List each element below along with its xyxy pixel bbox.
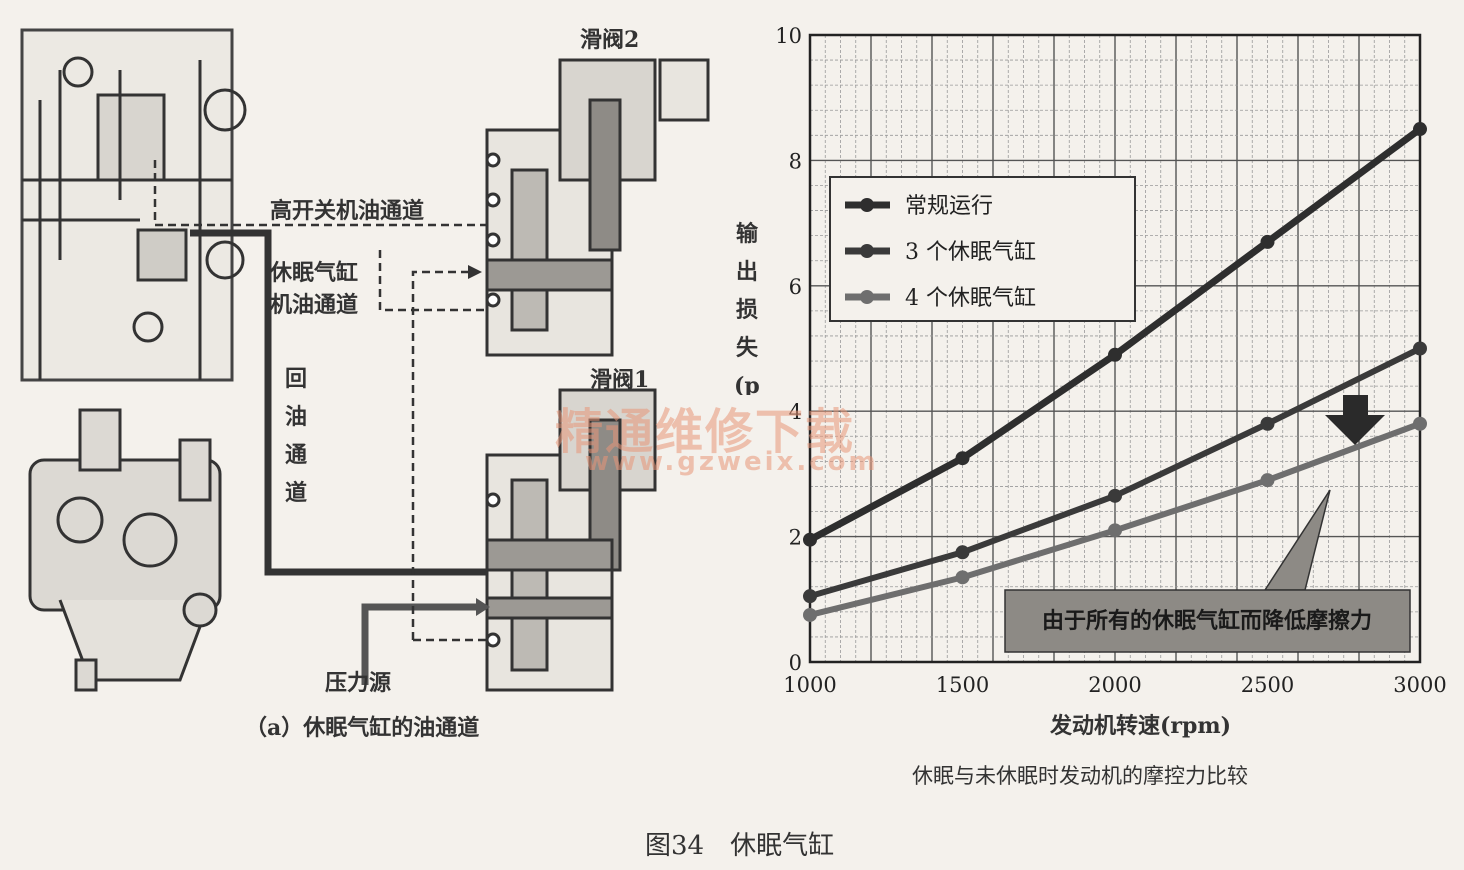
data-point: [955, 451, 970, 466]
oil-channel-lines: [153, 160, 490, 685]
y-tick-label: 2: [789, 526, 802, 550]
legend-marker: [860, 198, 874, 212]
data-point: [1108, 347, 1122, 362]
series-lines: [803, 122, 1427, 622]
axis-tick-labels: 1000 1500 2000 2500 3000 0 2 4 6 8 10: [775, 24, 1446, 697]
valve-2-label: 滑阀2: [580, 27, 640, 53]
annotation-layer: 由于所有的休眠气缸而降低摩擦力: [1004, 395, 1411, 653]
legend-label: 4 个休眠气缸: [905, 286, 1036, 311]
y-tick-label: 10: [775, 24, 802, 48]
y-tick-label: 8: [789, 149, 802, 173]
figure-caption: 图34 休眠气缸: [645, 831, 835, 861]
chart-subtitle: 休眠与未休眠时发动机的摩控力比较: [912, 764, 1248, 788]
data-point: [1260, 473, 1275, 488]
y-axis-label: 输出损失(ps): [734, 221, 760, 395]
x-tick-label: 3000: [1393, 673, 1446, 697]
sleep-channel-label-2: 机油通道: [270, 292, 359, 318]
data-point: [803, 532, 817, 547]
down-arrow-icon: [1325, 395, 1385, 445]
data-point: [1108, 523, 1122, 538]
data-point: [1413, 122, 1427, 137]
y-tick-label: 6: [789, 275, 802, 299]
annotation-text: 由于所有的休眠气缸而降低摩擦力: [1042, 608, 1372, 634]
oil-channel-diagram: [20, 28, 710, 692]
x-tick-label: 1000: [783, 673, 836, 697]
valve-1-label: 滑阀1: [590, 367, 650, 393]
cylinder-head-illustration: [28, 408, 222, 692]
data-point: [1108, 488, 1122, 503]
spool-valve-1: [485, 388, 657, 692]
data-point: [803, 589, 817, 604]
legend-marker: [860, 290, 874, 304]
data-point: [1260, 416, 1275, 431]
x-tick-label: 2000: [1088, 673, 1141, 697]
data-point: [955, 570, 970, 585]
annotation-box: [1004, 589, 1411, 653]
x-axis-label: 发动机转速(rpm): [1050, 713, 1232, 739]
diagram-caption: （a）休眠气缸的油通道: [245, 715, 480, 741]
high-off-channel-label: 高开关机油通道: [270, 198, 425, 224]
x-tick-label: 1500: [936, 673, 989, 697]
x-tick-label: 2500: [1241, 673, 1294, 697]
return-channel-label: 回油通道: [284, 366, 307, 506]
chart-legend: 常规运行 3 个休眠气缸 4 个休眠气缸: [829, 176, 1136, 322]
data-point: [1413, 341, 1427, 356]
y-tick-label: 4: [789, 400, 802, 424]
watermark-text: 精通维修下载: [555, 404, 856, 460]
y-tick-label: 0: [789, 651, 802, 675]
spool-valve-2: [485, 58, 710, 357]
pressure-source-label: 压力源: [325, 670, 392, 696]
legend-label: 常规运行: [905, 194, 993, 219]
legend-marker: [860, 244, 874, 258]
sleep-channel-label-1: 休眠气缸: [270, 260, 359, 286]
data-point: [803, 607, 817, 622]
data-point: [955, 545, 970, 560]
legend-label: 3 个休眠气缸: [905, 240, 1036, 265]
data-point: [1260, 234, 1275, 249]
data-point: [1413, 416, 1427, 431]
engine-block-illustration: [20, 28, 247, 382]
watermark-url: www.gzweix.com: [585, 447, 879, 477]
